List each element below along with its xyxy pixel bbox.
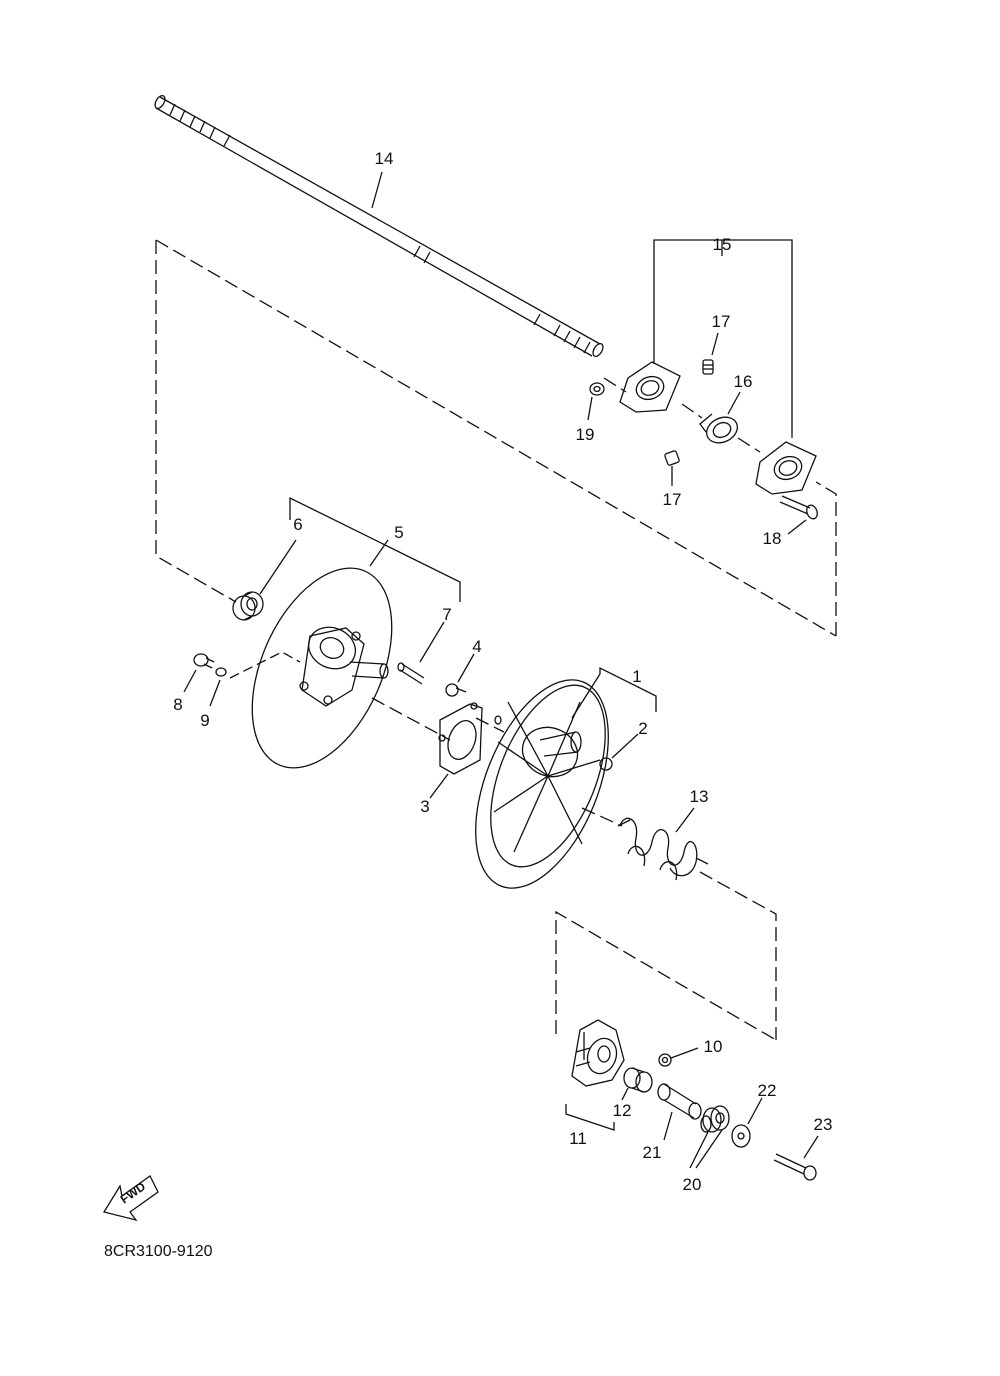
bearing-housing-upper	[619, 361, 681, 413]
part-label-20: 20	[683, 1175, 702, 1194]
axis-centerline-middle	[371, 697, 451, 741]
part-label-22: 22	[758, 1081, 777, 1100]
screw-4	[445, 683, 467, 697]
nut-10	[658, 1053, 672, 1067]
nut-19	[589, 382, 605, 396]
part-label-11: 11	[569, 1129, 587, 1148]
spring-13	[617, 817, 709, 881]
leader-9	[209, 679, 221, 707]
leader-16	[727, 391, 741, 415]
bushing-12	[623, 1067, 653, 1093]
part-label-17-upper: 17	[712, 312, 731, 331]
leader-5	[369, 539, 389, 567]
part-label-23: 23	[814, 1115, 833, 1134]
leader-17-upper	[711, 332, 719, 356]
leader-12	[621, 1087, 629, 1101]
pin-7	[397, 662, 425, 685]
axis-centerline-upper	[603, 377, 761, 453]
washer-9	[215, 667, 227, 677]
part-label-6: 6	[293, 515, 302, 534]
part-label-5: 5	[394, 523, 403, 542]
bracket-11	[565, 1104, 615, 1131]
cam-11	[571, 1019, 625, 1087]
set-screw-17-upper	[702, 359, 714, 375]
bracket-15	[653, 239, 793, 438]
part-label-16: 16	[734, 372, 753, 391]
shaft-14	[154, 94, 604, 358]
part-label-17-lower: 17	[663, 490, 682, 509]
leader-2	[611, 733, 639, 759]
leader-8	[183, 669, 197, 693]
leader-4	[457, 653, 475, 683]
bracket-5-6-7	[289, 496, 461, 602]
leader-14	[371, 171, 383, 209]
leader-18	[787, 519, 807, 535]
sleeve-21	[657, 1083, 702, 1120]
part-label-14: 14	[375, 149, 394, 168]
forward-arrow-icon	[102, 1175, 159, 1222]
part-label-15: 15	[713, 235, 732, 254]
part-label-18: 18	[763, 529, 782, 548]
part-label-1: 1	[632, 667, 641, 686]
part-label-8: 8	[173, 695, 182, 714]
dashed-link-diagonal	[155, 239, 837, 637]
leader-13	[675, 807, 695, 833]
axis-centerline-mid2	[475, 717, 505, 733]
bolt-23	[773, 1153, 817, 1181]
bolt-18	[779, 495, 818, 520]
part-label-2: 2	[638, 719, 647, 738]
leader-19	[587, 396, 593, 421]
leader-21	[663, 1111, 673, 1141]
leader-20b	[695, 1129, 723, 1169]
part-label-13: 13	[690, 787, 709, 806]
leader-7	[419, 621, 445, 663]
nut-2	[599, 757, 613, 771]
part-label-10: 10	[704, 1037, 723, 1056]
drawing-number: 8CR3100-9120	[104, 1243, 213, 1260]
dashed-link-right	[815, 481, 837, 636]
dashed-link-cam-box	[555, 910, 777, 1041]
movable-sheave-1	[475, 679, 609, 889]
leader-6	[259, 539, 297, 595]
part-label-12: 12	[613, 1101, 632, 1120]
flanged-bushing-20	[700, 1105, 730, 1133]
part-label-3: 3	[420, 797, 429, 816]
screw-8	[193, 653, 215, 669]
bearing-housing-lower	[755, 441, 817, 495]
bushing-6	[232, 591, 264, 621]
fixed-sheave-5	[251, 567, 393, 769]
leader-23	[803, 1135, 819, 1159]
part-label-7: 7	[442, 605, 451, 624]
leader-3	[429, 773, 449, 799]
part-label-21: 21	[643, 1143, 662, 1162]
leader-20a	[689, 1131, 709, 1169]
set-screw-17-lower	[664, 450, 680, 466]
washer-22	[731, 1124, 751, 1148]
leader-10	[670, 1047, 699, 1059]
dashed-link-left	[155, 240, 237, 603]
part-label-9: 9	[200, 711, 209, 730]
bearing-16	[699, 413, 739, 444]
dashed-link-spring-right	[699, 871, 777, 1040]
axis-screw-line	[229, 651, 301, 679]
bracket-1-2	[599, 666, 657, 712]
axis-centerline-spring	[581, 807, 623, 827]
part-label-4: 4	[472, 637, 481, 656]
leader-22	[747, 1097, 763, 1125]
part-label-19: 19	[576, 425, 595, 444]
plate-3	[438, 702, 483, 775]
